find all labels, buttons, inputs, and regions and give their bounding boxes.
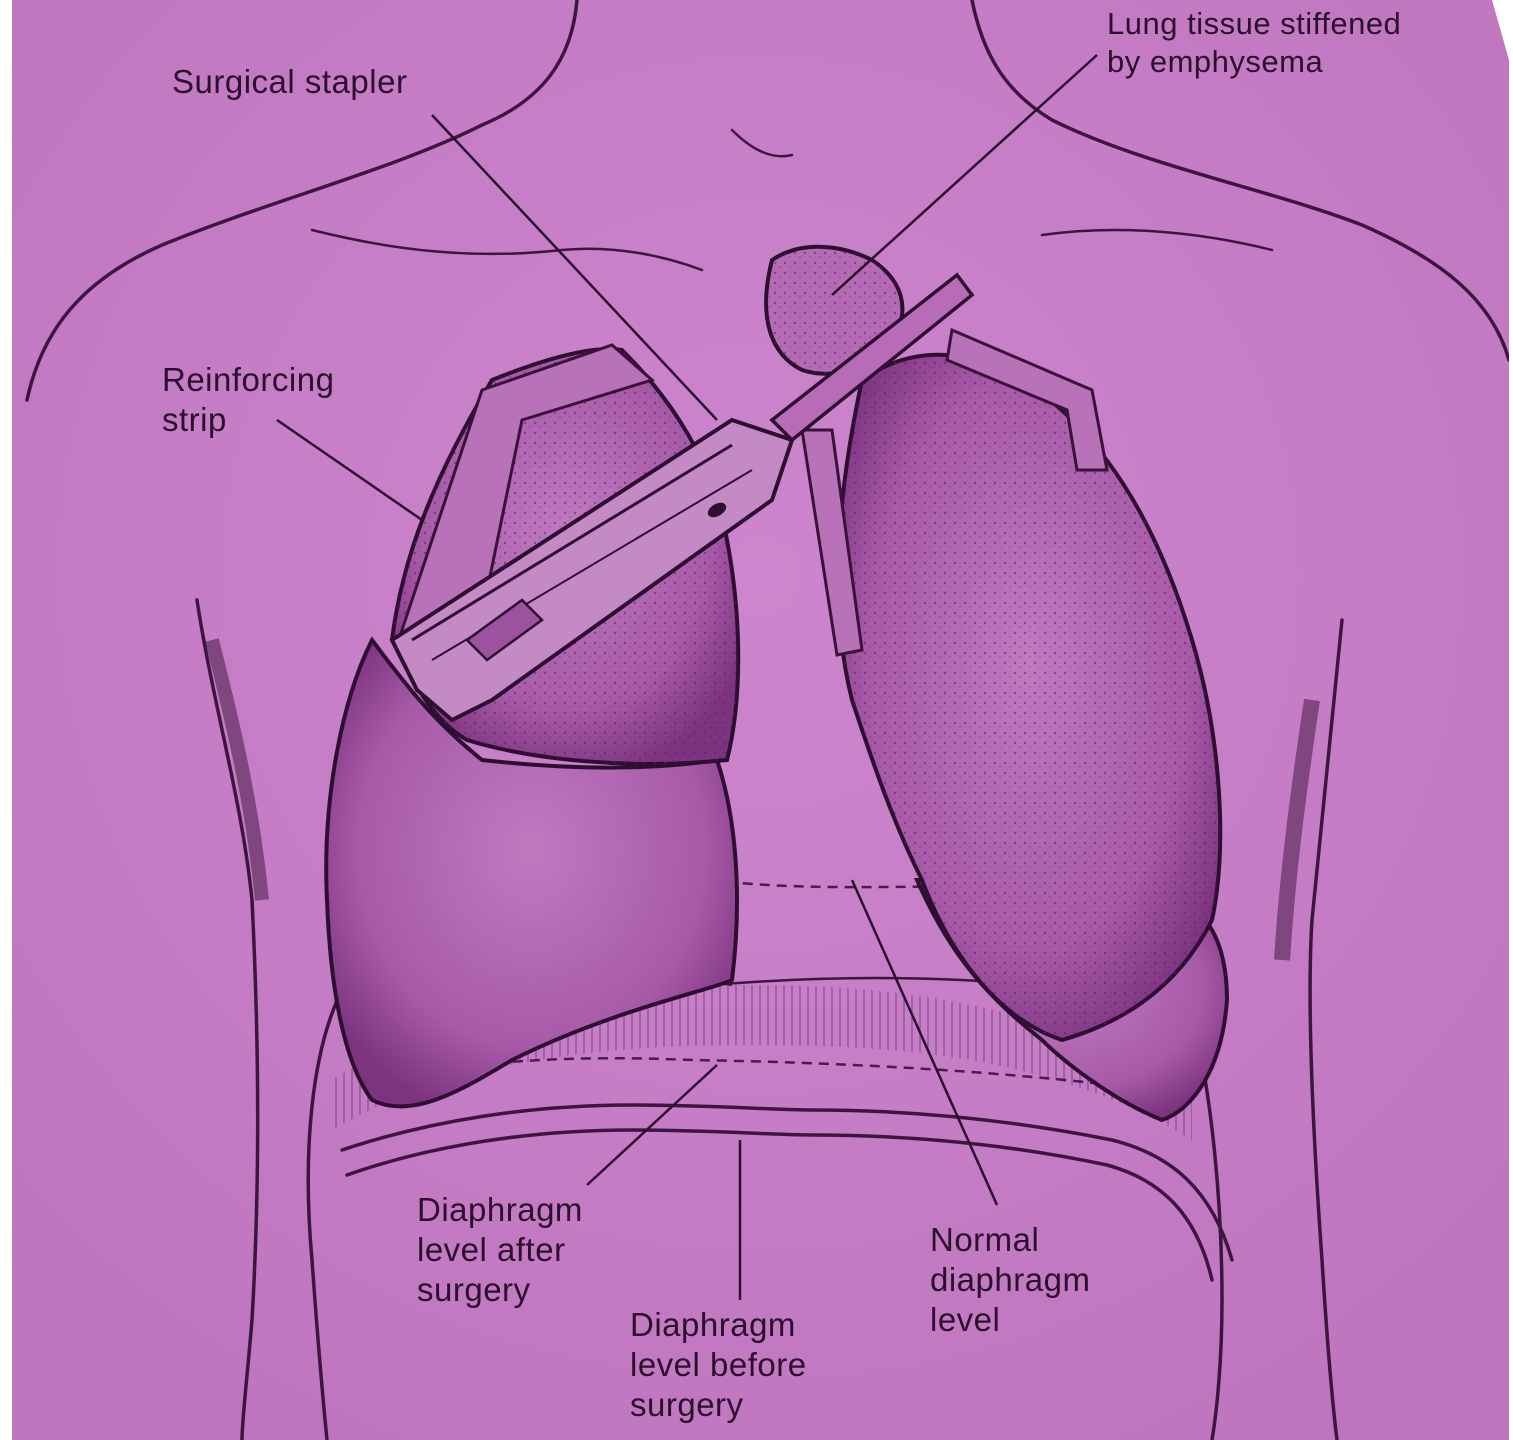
label-diaphragm-after: Diaphragm level after surgery [417,1190,583,1310]
lung-surgery-illustration [12,0,1509,1440]
label-lung-tissue: Lung tissue stiffened by emphysema [1107,5,1401,81]
label-surgical-stapler: Surgical stapler [172,62,407,102]
label-diaphragm-before: Diaphragm level before surgery [630,1305,807,1425]
label-reinforcing-strip: Reinforcing strip [162,360,334,440]
illustration-plate: Surgical stapler Lung tissue stiffened b… [12,0,1509,1440]
label-normal-diaphragm: Normal diaphragm level [930,1220,1090,1340]
